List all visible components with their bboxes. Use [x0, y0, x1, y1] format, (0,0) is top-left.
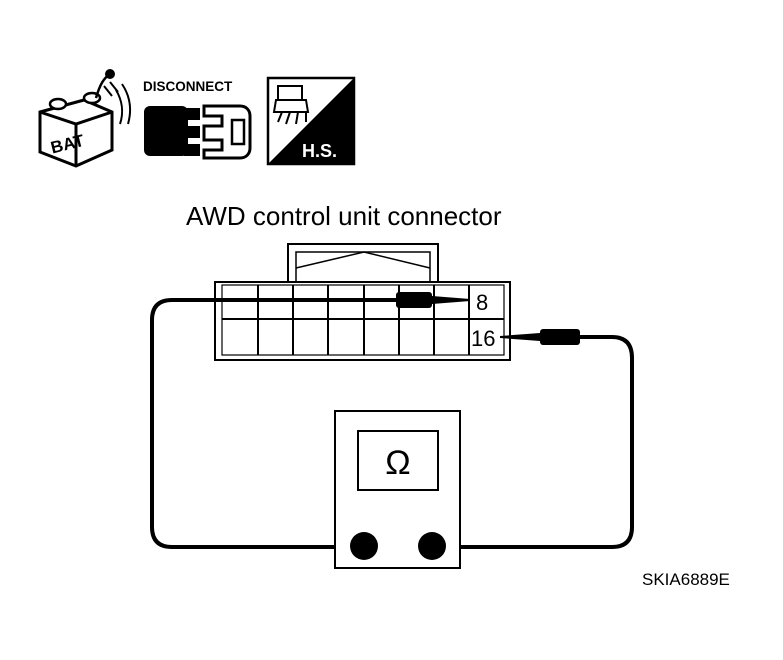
pin-16-label: 16	[471, 326, 495, 351]
pin-8-label: 8	[476, 290, 488, 315]
connector-cavity-grid	[257, 285, 470, 355]
ohmmeter: Ω	[334, 410, 461, 569]
meter-terminal-negative	[350, 532, 378, 560]
diagram-title: AWD control unit connector	[186, 201, 502, 231]
awd-control-unit-connector: 8 16	[214, 243, 511, 361]
harness-side-label: H.S.	[302, 141, 337, 161]
probe-lower	[500, 329, 580, 345]
probe-upper	[396, 292, 470, 308]
meter-terminal-positive	[418, 532, 446, 560]
harness-side-icon: H.S.	[266, 76, 356, 166]
connector-disconnect-icon: DISCONNECT	[143, 79, 252, 160]
test-lead-wires	[150, 298, 634, 549]
ohm-symbol: Ω	[385, 444, 410, 482]
disconnect-label: DISCONNECT	[143, 79, 233, 94]
figure-code: SKIA6889E	[642, 570, 730, 589]
battery-disconnect-icon: BAT	[38, 69, 131, 168]
